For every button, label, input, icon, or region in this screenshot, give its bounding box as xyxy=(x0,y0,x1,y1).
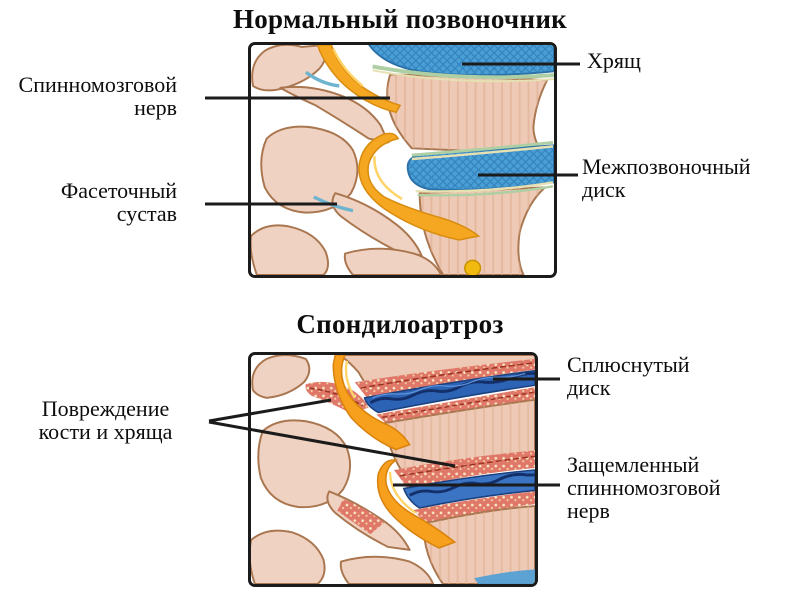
diagram-box-normal-spine xyxy=(248,42,557,278)
disc-upper-healthy xyxy=(368,45,554,83)
spondyloarthrosis-illustration xyxy=(251,355,535,584)
vertebra-body-upper xyxy=(386,73,549,156)
pinched-spinal-nerve xyxy=(376,459,457,549)
disc-sliver-bottom xyxy=(474,569,535,584)
label-flattened-disc: Сплюснутый диск xyxy=(567,352,690,400)
cartilage-layer xyxy=(372,64,554,80)
bone-damage-below-upper-disc xyxy=(376,387,535,426)
label-cartilage: Хрящ xyxy=(587,48,641,73)
nerve-root-cross-section xyxy=(464,259,482,275)
facet-joint-upper xyxy=(304,70,340,88)
spinal-nerve-lower xyxy=(358,132,481,241)
page-title-spondyloarthrosis: Спондилоартроз xyxy=(296,309,504,339)
facet-joint-damage-lower xyxy=(337,499,385,535)
label-facet-joint: Фасеточный сустав xyxy=(60,178,177,226)
flattened-disc-upper xyxy=(363,369,535,414)
vertebra-body-lower xyxy=(418,186,547,275)
label-bone-cartilage-damage: Повреждение кости и хряща xyxy=(38,396,173,444)
page-title-normal-spine: Нормальный позвоночник xyxy=(232,4,568,34)
disc-lower-healthy xyxy=(406,141,554,197)
bone-damage-below-lower-disc xyxy=(413,491,535,524)
spinal-nerve-upper xyxy=(316,45,402,114)
normal-spine-illustration xyxy=(251,45,554,275)
label-pinched-nerve: Защемленный спинномозговой нерв xyxy=(567,452,721,523)
vertebra-bottom-damaged xyxy=(422,505,535,584)
diagram-box-spondyloarthrosis xyxy=(248,352,538,587)
bone-damage-above-upper-disc xyxy=(354,358,535,400)
label-spinal-nerve: Спинномозговой нерв xyxy=(18,72,177,120)
label-intervertebral-disc: Межпозвоночный диск xyxy=(582,154,751,202)
bone-damage-above-lower-disc xyxy=(393,450,535,489)
